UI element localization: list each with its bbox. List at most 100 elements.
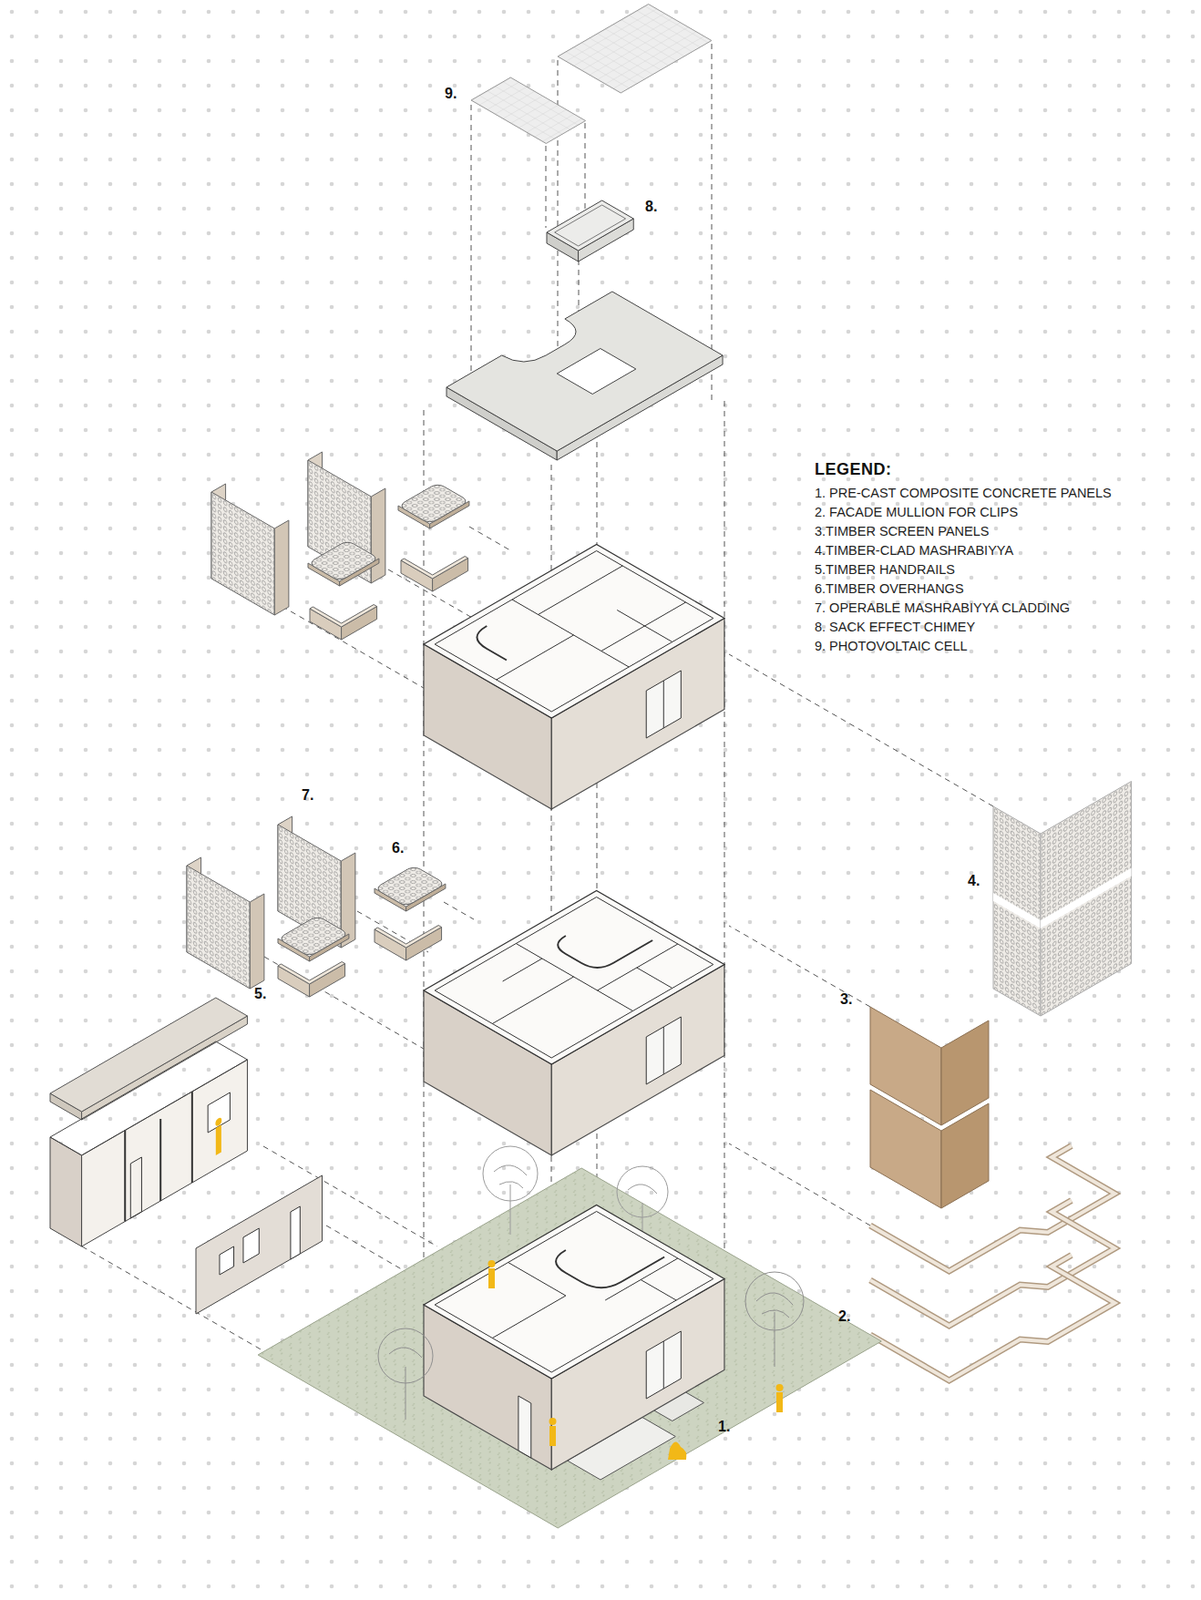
person-figure	[549, 1417, 557, 1426]
annex-module	[130, 1157, 142, 1219]
tree	[378, 1328, 433, 1384]
roof-slab	[446, 291, 723, 452]
mashrabiyya-cladding	[993, 893, 1041, 929]
tree	[378, 1328, 433, 1420]
wall-panel	[195, 1175, 323, 1314]
mashrabiyya-cladding	[1040, 781, 1132, 1017]
screen-group	[277, 945, 346, 998]
screen-group	[374, 909, 442, 962]
facade-mullion	[870, 1128, 1135, 1391]
floor-module	[423, 544, 725, 811]
projection-line	[728, 654, 994, 807]
screen-group	[211, 483, 289, 616]
tree	[774, 1312, 776, 1367]
photovoltaic-panel	[471, 77, 586, 144]
screen-group	[307, 540, 380, 586]
legend-entry: 7. OPERABLE MASHRABIYYA CLADDING	[814, 598, 1112, 618]
roof-slab	[556, 349, 637, 395]
annex-module	[50, 1137, 83, 1247]
callout-number: 6.	[391, 840, 404, 857]
projection-line	[471, 104, 473, 392]
annex-module	[215, 1125, 222, 1157]
facade-mullion	[870, 1237, 1135, 1391]
annex-module	[215, 1116, 222, 1128]
floor-module	[423, 544, 725, 719]
callout-number: 9.	[444, 85, 457, 103]
legend: 1. PRE-CAST COMPOSITE CONCRETE PANELS2. …	[814, 483, 1112, 657]
annex-module	[50, 1041, 248, 1247]
roof-slab	[446, 291, 723, 461]
photovoltaic-panel	[557, 4, 712, 94]
floor-module	[434, 1211, 714, 1374]
mashrabiyya-cladding	[993, 806, 1041, 1017]
wall-panel	[219, 1246, 235, 1275]
annex-module	[82, 1059, 248, 1247]
floor-module	[423, 891, 725, 1066]
screen-group	[211, 451, 470, 640]
legend-entry: 5.TIMBER HANDRAILS	[814, 560, 1112, 580]
tree	[493, 1165, 527, 1189]
photovoltaic-panel	[557, 4, 712, 94]
projection-line	[596, 391, 598, 1276]
site-plane	[257, 1168, 882, 1529]
wall-panel	[243, 1228, 259, 1263]
tree	[482, 1146, 538, 1235]
screen-group	[277, 915, 350, 962]
chimney-cap	[546, 200, 634, 262]
person-figure	[488, 1268, 495, 1289]
tree	[510, 1184, 512, 1235]
facade-mullion	[870, 1237, 1135, 1391]
projection-line	[728, 925, 871, 1007]
projection-line	[273, 601, 429, 691]
floor-module	[434, 897, 714, 1059]
projection-line	[728, 1143, 871, 1226]
floor-module	[423, 1205, 725, 1380]
floor-module	[550, 913, 654, 973]
floor-module	[434, 551, 714, 713]
tree	[389, 1347, 422, 1358]
screen-group	[186, 857, 265, 989]
tree	[405, 1366, 407, 1420]
floor-module	[434, 897, 714, 1059]
mashrabiyya-cladding	[993, 806, 1041, 1017]
tree	[378, 1272, 804, 1420]
projection-line	[469, 526, 511, 551]
callout-number: 4.	[967, 872, 980, 890]
projection-line	[423, 410, 425, 1322]
timber-screen-panel	[870, 1006, 942, 1209]
chimney-cap	[554, 205, 627, 247]
wall-panel	[290, 1206, 300, 1260]
photovoltaic-panel	[471, 77, 586, 144]
screen-group	[374, 865, 446, 912]
floor-module	[434, 1211, 714, 1374]
legend-entry: 3.TIMBER SCREEN PANELS	[814, 522, 1112, 542]
person-figure	[667, 1441, 687, 1460]
annex-module	[50, 1041, 248, 1156]
projection-line	[711, 43, 713, 401]
facade-mullion	[870, 1237, 1135, 1391]
floor-module	[518, 1396, 532, 1458]
screen-group	[398, 482, 470, 529]
chimney-cap	[546, 200, 634, 251]
tree	[627, 1184, 657, 1194]
photovoltaic-panel	[557, 4, 712, 94]
floor-module	[518, 1396, 532, 1458]
callout-number: 2.	[838, 1308, 851, 1325]
roof-slab	[446, 291, 723, 452]
legend-entry: 9. PHOTOVOLTAIC CELL	[814, 636, 1112, 657]
person-figure	[488, 1260, 784, 1460]
person-figure	[776, 1384, 784, 1392]
floor-module	[423, 891, 725, 1066]
callout-number: 8.	[645, 198, 657, 216]
projection-line	[724, 400, 726, 1376]
legend-entry: 6.TIMBER OVERHANGS	[814, 579, 1112, 599]
legend-heading: LEGEND:	[814, 460, 893, 479]
tree	[745, 1272, 804, 1367]
screen-group	[400, 540, 469, 593]
site-plane	[257, 1168, 882, 1529]
floor-module	[423, 891, 725, 1157]
callout-number: 3.	[840, 991, 852, 1008]
